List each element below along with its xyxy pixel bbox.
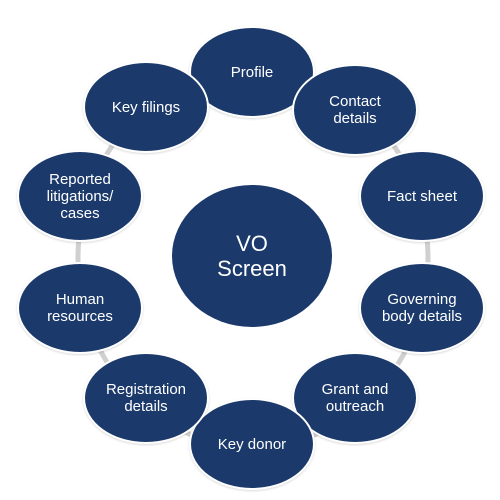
node-label: Contact details bbox=[329, 93, 381, 127]
node-fact-sheet: Fact sheet bbox=[359, 150, 485, 242]
node-reported-litigations-cases: Reported litigations/ cases bbox=[17, 150, 143, 242]
node-label: Grant and outreach bbox=[321, 381, 389, 415]
node-label: Fact sheet bbox=[386, 187, 458, 205]
center-label: VO Screen bbox=[217, 231, 287, 281]
node-governing-body-details: Governing body details bbox=[359, 262, 485, 354]
node-grant-and-outreach: Grant and outreach bbox=[292, 352, 418, 444]
node-key-filings: Key filings bbox=[83, 61, 209, 153]
node-vo-screen-center: VO Screen bbox=[172, 185, 332, 327]
node-key-donor: Key donor bbox=[189, 398, 315, 490]
node-label: Key filings bbox=[111, 98, 181, 116]
node-human-resources: Human resources bbox=[17, 262, 143, 354]
node-registration-details: Registration details bbox=[83, 352, 209, 444]
node-label: Registration details bbox=[105, 381, 187, 415]
node-contact-details: Contact details bbox=[292, 64, 418, 156]
node-label: Key donor bbox=[217, 435, 287, 453]
node-label: Reported litigations/ cases bbox=[46, 170, 114, 222]
node-label: Governing body details bbox=[381, 291, 463, 325]
node-label: Human resources bbox=[47, 291, 113, 325]
node-label: Profile bbox=[230, 63, 274, 81]
